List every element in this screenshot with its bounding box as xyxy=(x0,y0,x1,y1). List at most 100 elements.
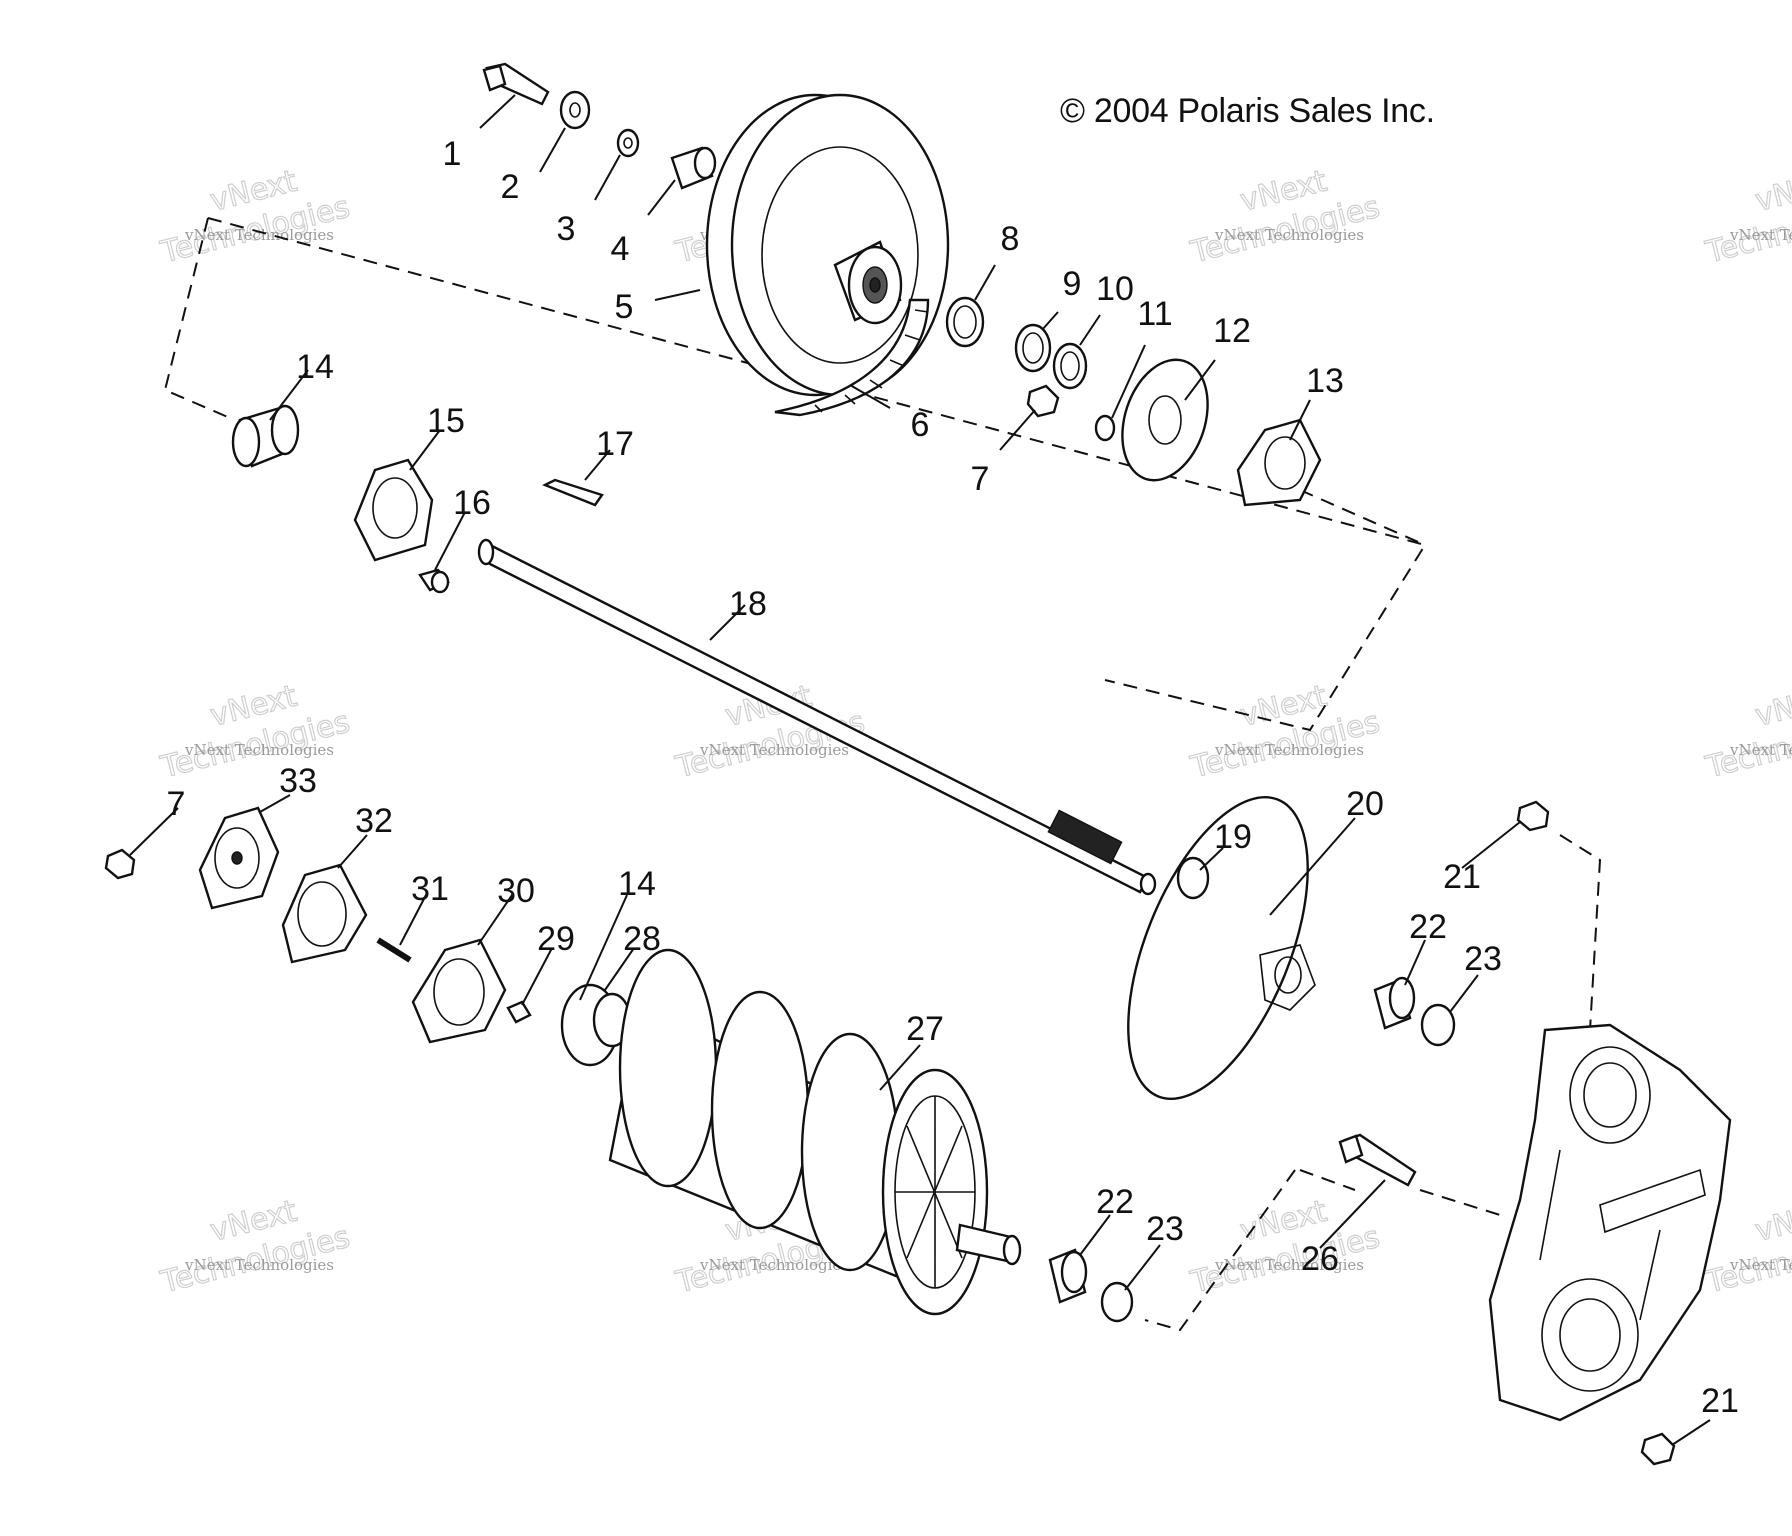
leader-line-27 xyxy=(879,1044,921,1091)
callout-number-10: 10 xyxy=(1096,270,1134,308)
leader-line-17 xyxy=(584,449,611,481)
leader-line-4 xyxy=(647,179,676,216)
flange-part-30 xyxy=(411,938,507,1044)
callout-number-22: 22 xyxy=(1409,908,1447,946)
copyright-notice: © 2004 Polaris Sales Inc. xyxy=(1060,92,1435,130)
watermark-small: vNext Technologies xyxy=(699,741,849,759)
watermark-small: vNext Technologies xyxy=(1214,741,1364,759)
nut-part-7 xyxy=(1026,384,1060,418)
watermark-small: vNext Technologies xyxy=(1729,1256,1792,1274)
ring-part-10 xyxy=(1052,342,1088,390)
leader-line-31 xyxy=(399,894,427,946)
watermark-primary: vNext xyxy=(1752,679,1792,734)
seal-part-23-bottom xyxy=(1100,1281,1134,1323)
callout-number-3: 3 xyxy=(557,210,576,248)
flange-part-15 xyxy=(353,458,434,562)
bolt-part-16 xyxy=(418,568,450,594)
leader-line-23 xyxy=(1449,974,1479,1013)
leader-line-32 xyxy=(337,834,368,869)
callout-number-18: 18 xyxy=(729,585,767,623)
callout-number-22: 22 xyxy=(1096,1183,1134,1221)
callout-number-14: 14 xyxy=(296,348,334,386)
callout-number-11: 11 xyxy=(1137,295,1172,333)
callout-number-27: 27 xyxy=(906,1010,944,1048)
leader-line-14 xyxy=(269,369,309,421)
leader-line-16 xyxy=(434,511,466,571)
watermark-primary: vNext xyxy=(1752,164,1792,219)
callout-number-26: 26 xyxy=(1301,1240,1339,1278)
brake-disc-part-20 xyxy=(1127,796,1316,1100)
callout-number-29: 29 xyxy=(537,920,575,958)
ring-part-8 xyxy=(945,296,985,348)
key-part-17 xyxy=(542,478,604,507)
callout-number-31: 31 xyxy=(411,870,449,908)
leader-line-2 xyxy=(539,127,566,173)
callout-number-30: 30 xyxy=(497,872,535,910)
callout-number-8: 8 xyxy=(1001,220,1020,258)
washer-part-2 xyxy=(559,90,591,130)
callout-number-1: 1 xyxy=(443,135,462,173)
washer-part-3 xyxy=(616,128,640,158)
drive-assembly-lower xyxy=(104,796,1732,1466)
drive-sprocket-part-27 xyxy=(608,948,1022,1316)
watermark-small: vNext Technologies xyxy=(1729,741,1792,759)
plate-part-12 xyxy=(1121,358,1209,482)
callout-number-28: 28 xyxy=(623,920,661,958)
nut-part-21-top xyxy=(1516,800,1550,832)
watermark-small: vNext Technologies xyxy=(184,1256,334,1274)
leader-line-19 xyxy=(1199,847,1224,871)
leader-line-29 xyxy=(521,947,553,1006)
callout-number-33: 33 xyxy=(279,762,317,800)
leader-line-10 xyxy=(1079,314,1101,346)
nut-part-21-bottom xyxy=(1640,1432,1676,1466)
callout-number-16: 16 xyxy=(453,484,491,522)
leader-line-12 xyxy=(1184,359,1216,401)
callout-number-15: 15 xyxy=(427,402,465,440)
seal-part-23-top xyxy=(1420,1003,1456,1047)
leader-line-1 xyxy=(479,94,516,129)
leader-line-22 xyxy=(1079,1214,1111,1256)
watermark-small: vNext Technologies xyxy=(1214,1256,1364,1274)
callout-number-12: 12 xyxy=(1213,312,1251,350)
leader-line-30 xyxy=(477,894,513,946)
watermark-small: vNext Technologies xyxy=(1729,226,1792,244)
callout-number-20: 20 xyxy=(1346,785,1384,823)
bolt-part-26 xyxy=(1338,1133,1417,1187)
leader-line-18 xyxy=(709,604,746,641)
chaincase-housing xyxy=(1488,1023,1732,1422)
bearing-part-22-top xyxy=(1373,976,1416,1030)
plate-part-13 xyxy=(1236,418,1322,507)
plate-part-33 xyxy=(198,806,280,910)
nut-part-7-lower xyxy=(104,848,136,880)
leader-line-5 xyxy=(654,289,701,301)
callout-number-32: 32 xyxy=(355,802,393,840)
shaft-part-18 xyxy=(477,538,1157,896)
callout-number-14: 14 xyxy=(618,865,656,903)
callout-number-21: 21 xyxy=(1701,1382,1739,1420)
bolt-part-29 xyxy=(506,1000,532,1024)
callout-number-2: 2 xyxy=(501,168,520,206)
callout-number-9: 9 xyxy=(1063,265,1082,303)
watermark-small: vNext Technologies xyxy=(1214,226,1364,244)
callout-number-19: 19 xyxy=(1214,818,1252,856)
bearing-part-14-upper xyxy=(231,404,300,468)
leader-line-7 xyxy=(129,807,179,856)
callout-number-21: 21 xyxy=(1443,858,1481,896)
leader-line-23 xyxy=(1124,1244,1161,1291)
callout-number-5: 5 xyxy=(615,288,634,326)
callout-number-13: 13 xyxy=(1306,362,1344,400)
watermark-small: vNext Technologies xyxy=(184,741,334,759)
leader-line-9 xyxy=(1041,311,1059,331)
leader-line-21 xyxy=(1671,1419,1711,1446)
ring-part-9 xyxy=(1014,323,1052,373)
pin-part-31 xyxy=(376,937,412,963)
leader-line-13 xyxy=(1289,399,1311,441)
bolt-part-1 xyxy=(482,62,550,106)
bushing-part-4 xyxy=(670,146,717,190)
